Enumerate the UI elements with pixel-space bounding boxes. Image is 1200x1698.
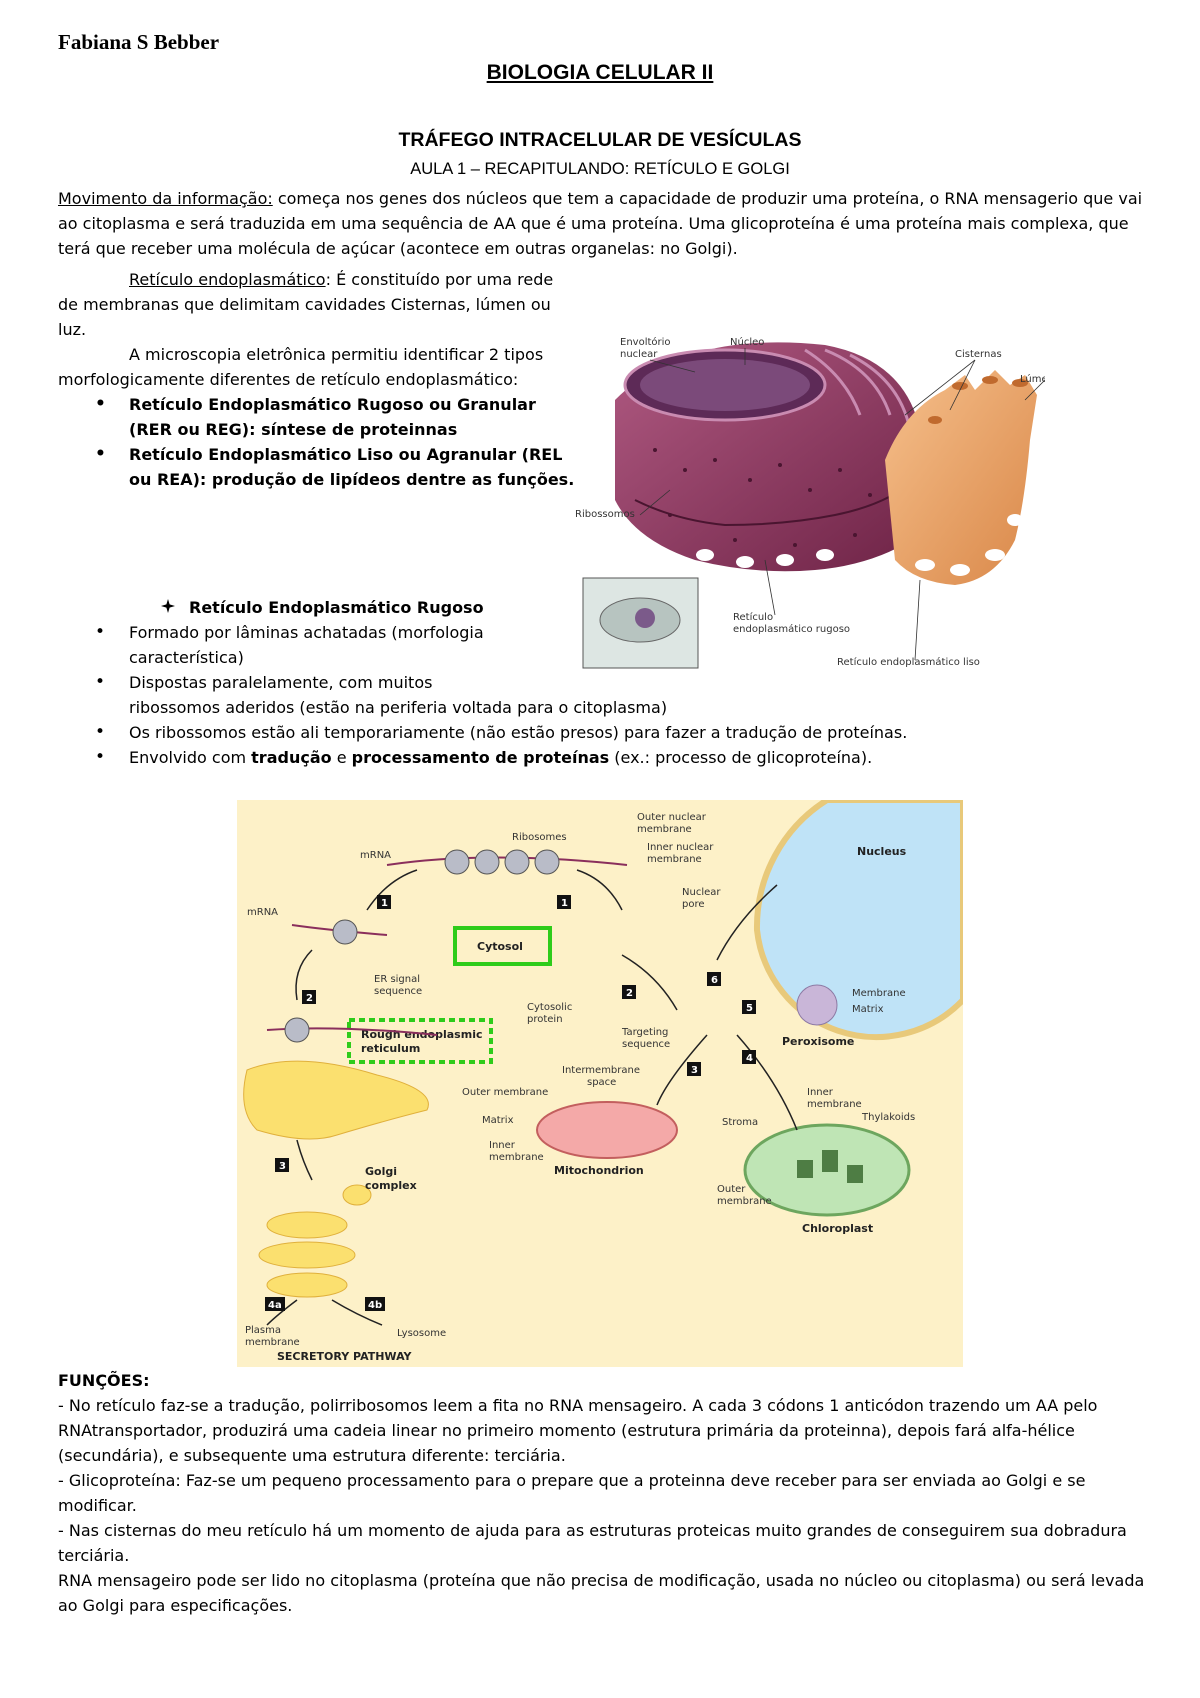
svg-text:Lysosome: Lysosome — [397, 1328, 446, 1339]
label-peroxisome: Peroxisome — [782, 1035, 854, 1048]
svg-text:4: 4 — [746, 1053, 753, 1064]
svg-text:membrane: membrane — [647, 854, 702, 865]
list-item: Retículo Endoplasmático Rugoso ou Granul… — [58, 392, 578, 442]
svg-text:ER signal: ER signal — [374, 974, 420, 985]
reticulum-section: Retículo endoplasmático: É constituído p… — [58, 267, 578, 492]
svg-text:4a: 4a — [268, 1300, 282, 1311]
svg-text:Targeting: Targeting — [621, 1027, 668, 1038]
functions-line: - No retículo faz-se a tradução, polirri… — [58, 1396, 1098, 1465]
svg-text:pore: pore — [682, 899, 705, 910]
svg-text:membrane: membrane — [637, 824, 692, 835]
svg-text:protein: protein — [527, 1014, 563, 1025]
svg-text:Golgi: Golgi — [365, 1165, 397, 1178]
svg-text:space: space — [587, 1077, 616, 1088]
svg-text:Outer: Outer — [717, 1184, 746, 1195]
svg-text:sequence: sequence — [374, 986, 422, 997]
svg-text:membrane: membrane — [717, 1196, 772, 1207]
svg-text:Matrix: Matrix — [482, 1115, 514, 1126]
reticulum-label: Retículo endoplasmático — [129, 270, 326, 289]
lesson-title: AULA 1 – RECAPITULANDO: RETÍCULO E GOLGI — [410, 160, 790, 178]
functions-line: RNA mensageiro pode ser lido no citoplas… — [58, 1571, 1145, 1615]
rer-list: Formado por lâminas achatadas (morfologi… — [58, 620, 1158, 770]
label-ribosomes: Ribosomes — [512, 832, 567, 843]
functions-list: - No retículo faz-se a tradução, polirri… — [58, 1393, 1158, 1618]
svg-text:Stroma: Stroma — [722, 1117, 758, 1128]
svg-text:Outer nuclear: Outer nuclear — [637, 812, 707, 823]
svg-text:complex: complex — [365, 1179, 417, 1192]
label-mitochondrion: Mitochondrion — [554, 1164, 644, 1177]
reticulum-text: : É constituído por uma rede de membrana… — [58, 270, 554, 339]
svg-text:3: 3 — [691, 1065, 698, 1076]
label-cisterns: Cisternas — [955, 349, 1002, 360]
svg-text:Cytosolic: Cytosolic — [527, 1002, 572, 1013]
rer-heading: Retículo Endoplasmático Rugoso — [161, 595, 484, 620]
label-mrna-left: mRNA — [247, 907, 278, 918]
author-name: Fabiana S Bebber — [58, 30, 220, 54]
label-nucleus: Nucleus — [857, 845, 907, 858]
svg-text:sequence: sequence — [622, 1039, 670, 1050]
section-title: TRÁFEGO INTRACELULAR DE VESÍCULAS — [398, 129, 802, 151]
functions-line: - Glicoproteína: Faz-se um pequeno proce… — [58, 1471, 1086, 1515]
label-chloroplast: Chloroplast — [802, 1222, 873, 1235]
list-item: Envolvido com tradução e processamento d… — [58, 745, 1158, 770]
cytosol-box — [453, 926, 552, 966]
label-nucleus: Núcleo — [730, 336, 764, 348]
svg-text:Intermembrane: Intermembrane — [562, 1065, 640, 1076]
list-item: Retículo Endoplasmático Liso ou Agranula… — [58, 442, 578, 492]
list-item: Dispostas paralelamente, com muitosribos… — [58, 670, 1158, 720]
label-rer-2: endoplasmático rugoso — [733, 623, 850, 635]
svg-text:Inner: Inner — [807, 1087, 834, 1098]
step-badges: 1 1 2 2 3 3 4 4a 4b 5 6 — [265, 895, 756, 1311]
microscopy-paragraph: A microscopia eletrônica permitiu identi… — [58, 345, 544, 389]
intro-label: Movimento da informação: — [58, 189, 273, 208]
reticulum-definition: Retículo endoplasmático: É constituído p… — [58, 267, 578, 342]
rough-er-box — [347, 1018, 493, 1064]
diamond-bullet-icon — [161, 595, 175, 620]
functions-line: - Nas cisternas do meu retículo há um mo… — [58, 1521, 1127, 1565]
svg-text:Thylakoids: Thylakoids — [861, 1112, 915, 1123]
label-mrna-top: mRNA — [360, 850, 391, 861]
svg-text:reticulum: reticulum — [361, 1042, 420, 1055]
svg-text:2: 2 — [626, 988, 633, 999]
endoplasmic-reticulum-illustration: Envoltório nuclear Núcleo Cisternas Lúme… — [575, 336, 1045, 669]
list-item: Os ribossomos estão ali temporariamente … — [58, 720, 1158, 745]
svg-text:Inner: Inner — [489, 1140, 516, 1151]
svg-text:3: 3 — [279, 1161, 286, 1172]
svg-text:Matrix: Matrix — [852, 1004, 884, 1015]
functions-title: FUNÇÕES: — [58, 1371, 150, 1390]
svg-text:membrane: membrane — [245, 1337, 300, 1348]
document-title: BIOLOGIA CELULAR II — [486, 61, 714, 84]
label-secretory-pathway: SECRETORY PATHWAY — [277, 1350, 413, 1363]
label-cytosol: Cytosol — [477, 940, 523, 953]
svg-text:1: 1 — [561, 898, 568, 909]
svg-text:6: 6 — [711, 975, 718, 986]
list-item: Formado por lâminas achatadas (morfologi… — [58, 620, 558, 670]
svg-text:membrane: membrane — [807, 1099, 862, 1110]
label-envelope: Envoltório — [620, 336, 671, 348]
svg-text:Membrane: Membrane — [852, 988, 906, 999]
svg-text:Plasma: Plasma — [245, 1325, 281, 1336]
svg-text:4b: 4b — [368, 1300, 382, 1311]
svg-text:Outer membrane: Outer membrane — [462, 1087, 548, 1098]
protein-targeting-diagram: Nucleus Outer nuclear membrane Inner nuc… — [237, 800, 963, 1367]
label-ribosomes: Ribossomos — [575, 509, 635, 520]
intro-paragraph: Movimento da informação: começa nos gene… — [58, 186, 1148, 261]
svg-text:Inner nuclear: Inner nuclear — [647, 842, 714, 853]
svg-text:2: 2 — [306, 993, 313, 1004]
label-ser: Retículo endoplasmático liso — [837, 656, 980, 668]
svg-text:membrane: membrane — [489, 1152, 544, 1163]
svg-text:nuclear: nuclear — [620, 349, 658, 360]
svg-text:Nuclear: Nuclear — [682, 887, 721, 898]
label-rer-1: Retículo — [733, 611, 773, 623]
intro-text: começa nos genes dos núcleos que tem a c… — [58, 189, 1143, 258]
svg-text:1: 1 — [381, 898, 388, 909]
svg-text:5: 5 — [746, 1003, 753, 1014]
label-lumen: Lúmen — [1020, 373, 1045, 385]
